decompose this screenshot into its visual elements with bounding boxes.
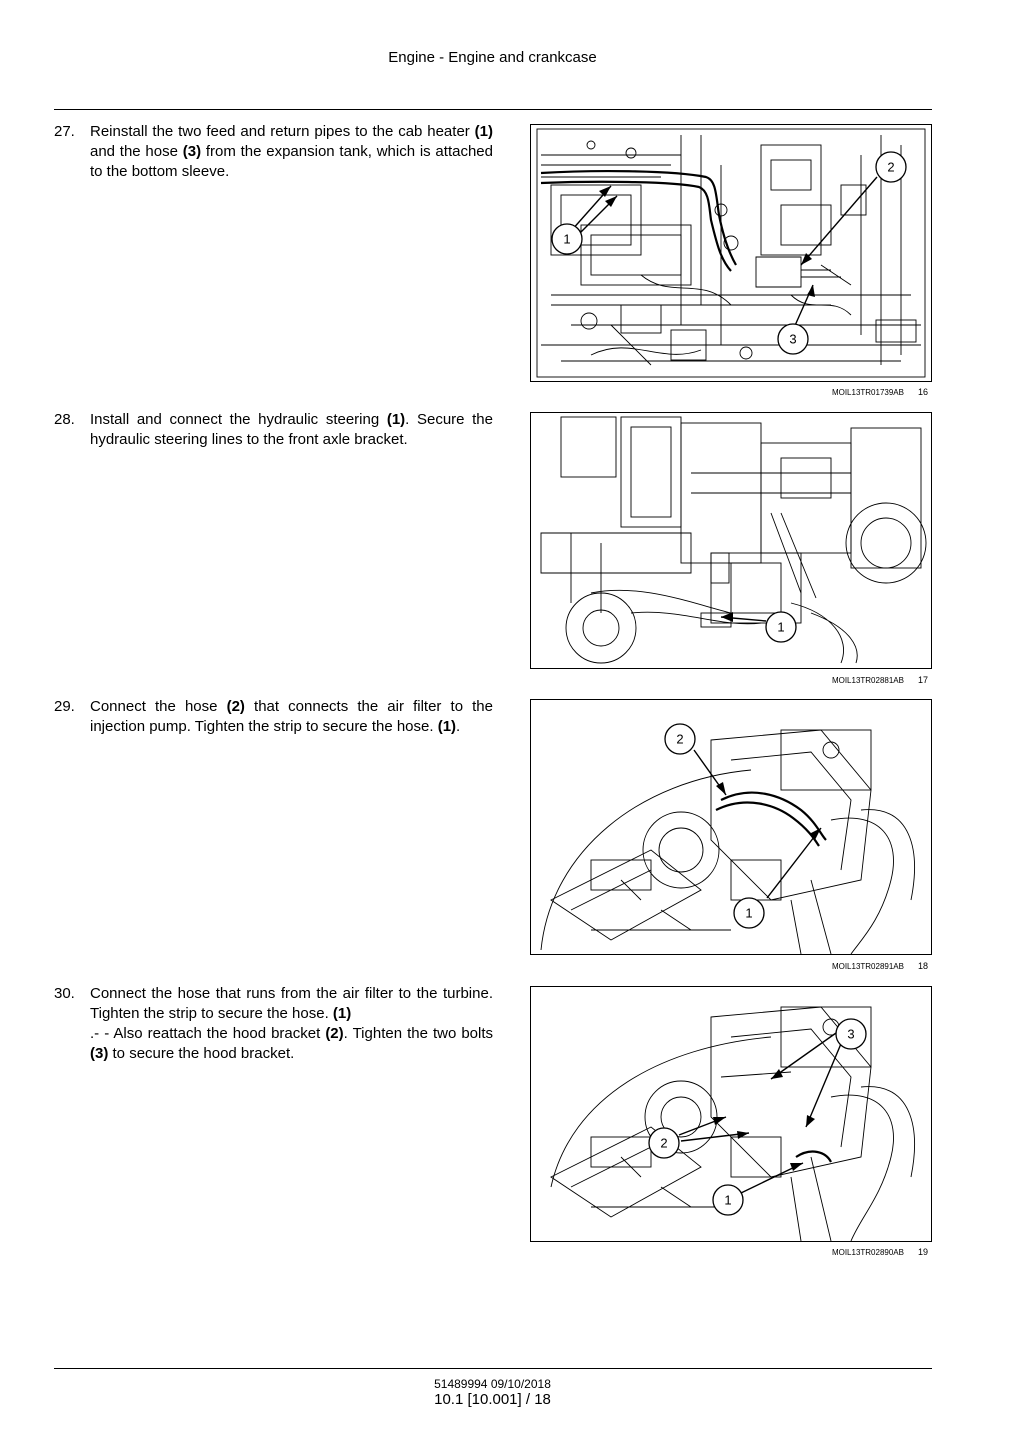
step-29: 29. Connect the hose (2) that connects t… xyxy=(54,697,493,737)
step-number: 30. xyxy=(54,985,75,1002)
svg-text:1: 1 xyxy=(745,906,752,921)
step-30: 30. Connect the hose that runs from the … xyxy=(54,984,493,1064)
svg-text:3: 3 xyxy=(847,1027,854,1042)
figure-16-callout-1: 1 xyxy=(551,223,583,255)
figure-16-callout-2: 2 xyxy=(875,151,907,183)
svg-text:2: 2 xyxy=(887,160,894,175)
svg-text:1: 1 xyxy=(777,620,784,635)
footer-document-id: 51489994 09/10/2018 xyxy=(434,1377,551,1391)
footer-rule xyxy=(54,1368,932,1369)
figure-18-illustration: 2 1 xyxy=(530,699,932,955)
figure-19-callout-3: 3 xyxy=(835,1018,867,1050)
figure-16-callout-3: 3 xyxy=(777,323,809,355)
svg-text:2: 2 xyxy=(660,1136,667,1151)
figure-19-callout-1: 1 xyxy=(712,1184,744,1216)
figure-18-callout-2: 2 xyxy=(664,723,696,755)
svg-text:1: 1 xyxy=(563,232,570,247)
step-text: Connect the hose that runs from the air … xyxy=(90,985,494,1062)
svg-text:2: 2 xyxy=(676,732,683,747)
svg-text:3: 3 xyxy=(789,332,796,347)
step-number: 28. xyxy=(54,411,75,428)
figure-17-illustration: 1 xyxy=(530,412,932,669)
step-text: Connect the hose (2) that connects the a… xyxy=(90,698,493,735)
figure-18-callout-1: 1 xyxy=(733,897,765,929)
figure-17-callout-1: 1 xyxy=(765,611,797,643)
figure-19-callout-2: 2 xyxy=(648,1127,680,1159)
step-text: Install and connect the hydraulic steeri… xyxy=(90,411,493,448)
svg-text:1: 1 xyxy=(724,1193,731,1208)
footer-page-number: 10.1 [10.001] / 18 xyxy=(434,1391,551,1408)
header-rule xyxy=(54,109,932,110)
step-number: 29. xyxy=(54,698,75,715)
page-header-title: Engine - Engine and crankcase xyxy=(388,49,597,66)
step-text: Reinstall the two feed and return pipes … xyxy=(90,123,493,180)
figure-16-illustration: 1 2 3 xyxy=(530,124,932,382)
step-27: 27. Reinstall the two feed and return pi… xyxy=(54,122,493,182)
figure-19-illustration: 3 2 1 xyxy=(530,986,932,1242)
step-number: 27. xyxy=(54,123,75,140)
step-28: 28. Install and connect the hydraulic st… xyxy=(54,410,493,450)
